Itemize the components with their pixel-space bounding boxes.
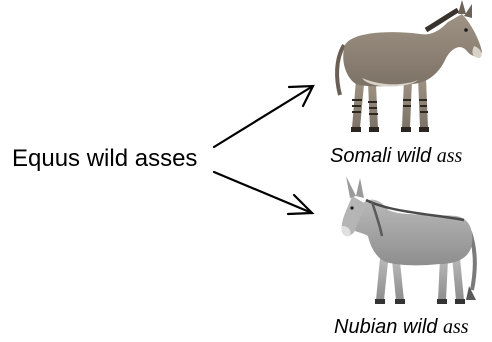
somali-caption-main: Somali wild [330, 145, 431, 167]
arrow-to-nubian [214, 172, 312, 214]
root-label: Equus wild asses [12, 145, 197, 173]
nubian-caption-tail: ass [443, 316, 469, 338]
nubian-caption-main: Nubian wild [334, 316, 437, 338]
arrow-to-somali [214, 86, 313, 147]
nubian-caption: Nubian wild ass [334, 316, 469, 339]
somali-caption: Somali wild ass [330, 145, 462, 168]
somali-wild-ass-image [337, 0, 482, 132]
somali-caption-tail: ass [437, 145, 463, 167]
nubian-wild-ass-image [341, 176, 476, 304]
